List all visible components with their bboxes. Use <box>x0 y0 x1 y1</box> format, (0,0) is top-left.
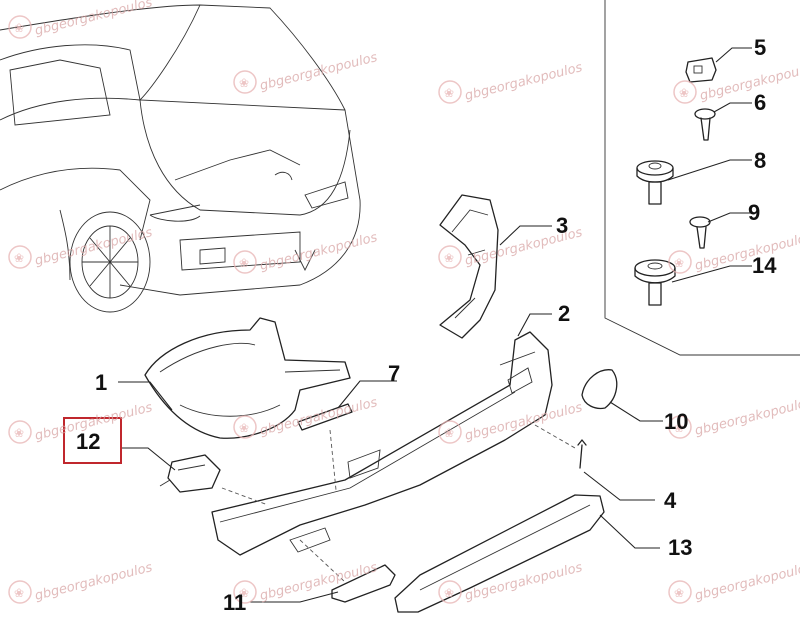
watermark-logo-glyph-icon: ❀ <box>444 586 454 600</box>
part-13-diffuser <box>394 494 605 613</box>
watermark-logo-icon <box>233 415 257 439</box>
watermark: ❀ gbgeorgakopoulos <box>8 0 154 39</box>
watermark: ❀ gbgeorgakopoulos <box>668 395 800 439</box>
part-10-cap <box>581 369 618 410</box>
part-6-screw <box>694 108 716 141</box>
part-12-highlight-box <box>63 417 122 464</box>
fastener-inset-frame <box>604 0 800 356</box>
watermark-logo-glyph-icon: ❀ <box>674 256 684 270</box>
watermark-logo-glyph-icon: ❀ <box>239 586 249 600</box>
watermark-text: gbgeorgakopoulos <box>258 395 379 439</box>
watermark-logo-icon <box>8 580 32 604</box>
callout-6: 6 <box>754 90 766 115</box>
part-8-bolt <box>636 160 674 205</box>
watermark-logo-icon <box>668 580 692 604</box>
watermark-logo-glyph-icon: ❀ <box>14 426 24 440</box>
assembly-lines <box>221 424 576 583</box>
callout-7: 7 <box>388 361 400 386</box>
part-2-bumper <box>211 331 553 556</box>
part-5-clip <box>685 57 717 83</box>
watermark-text: gbgeorgakopoulos <box>463 60 584 104</box>
watermark: ❀ gbgeorgakopoulos <box>438 60 584 104</box>
watermark-logo-glyph-icon: ❀ <box>444 251 454 265</box>
watermark: ❀ gbgeorgakopoulos <box>8 560 154 604</box>
part-7-strip <box>297 403 353 431</box>
callout-4: 4 <box>664 488 677 513</box>
callout-1: 1 <box>95 370 107 395</box>
watermark: ❀ gbgeorgakopoulos <box>668 230 800 274</box>
watermark-logo-glyph-icon: ❀ <box>674 586 684 600</box>
watermark-text: gbgeorgakopoulos <box>693 230 800 274</box>
watermark-logo-icon <box>438 580 462 604</box>
watermarks: ❀ gbgeorgakopoulos ❀ gbgeorgakopoulos ❀ gbgeo… <box>8 0 800 604</box>
watermark: ❀ gbgeorgakopoulos <box>438 400 584 444</box>
callout-2: 2 <box>558 301 570 326</box>
watermark-text: gbgeorgakopoulos <box>693 560 800 604</box>
part-3-bracket <box>439 194 499 339</box>
watermark-logo-glyph-icon: ❀ <box>239 256 249 270</box>
watermark-text: gbgeorgakopoulos <box>33 0 154 39</box>
watermark-logo-icon <box>233 250 257 274</box>
callout-3: 3 <box>556 213 568 238</box>
watermark-logo-icon <box>233 580 257 604</box>
watermark-text: gbgeorgakopoulos <box>33 560 154 604</box>
watermark-logo-glyph-icon: ❀ <box>14 251 24 265</box>
callout-11: 11 <box>223 590 246 615</box>
callout-labels: 1 2 3 4 5 6 7 8 9 10 11 12 13 14 <box>76 35 777 615</box>
watermark-logo-icon <box>668 415 692 439</box>
watermark-logo-glyph-icon: ❀ <box>674 421 684 435</box>
watermark-text: gbgeorgakopoulos <box>258 50 379 94</box>
watermark-logo-icon <box>438 420 462 444</box>
part-9-screw <box>689 216 711 249</box>
watermark-logo-icon <box>438 80 462 104</box>
watermark-text: gbgeorgakopoulos <box>463 400 584 444</box>
callout-14: 14 <box>752 253 777 278</box>
part-4-screw <box>577 439 587 469</box>
part-11-reflector <box>331 564 396 603</box>
watermark-logo-icon <box>673 80 697 104</box>
watermark-logo-icon <box>8 15 32 39</box>
watermark-logo-glyph-icon: ❀ <box>444 426 454 440</box>
callout-5: 5 <box>754 35 766 60</box>
callout-12: 12 <box>76 429 100 454</box>
watermark-logo-glyph-icon: ❀ <box>239 76 249 90</box>
callout-13: 13 <box>668 535 692 560</box>
watermark-logo-icon <box>8 420 32 444</box>
watermark: ❀gbgeorgakopoulos <box>438 560 584 604</box>
watermark-logo-icon <box>8 245 32 269</box>
leader-lines <box>118 47 752 603</box>
part-14-bolt <box>634 259 676 306</box>
callout-9: 9 <box>748 200 760 225</box>
callout-8: 8 <box>754 148 766 173</box>
watermark-logo-glyph-icon: ❀ <box>14 21 24 35</box>
watermark: ❀ gbgeorgakopoulos <box>233 50 379 94</box>
watermark-logo-glyph-icon: ❀ <box>444 86 454 100</box>
watermark-text: gbgeorgakopoulos <box>698 60 800 104</box>
watermark-logo-icon <box>438 245 462 269</box>
callout-10: 10 <box>664 409 688 434</box>
watermark-logo-icon <box>233 70 257 94</box>
watermark-logo-glyph-icon: ❀ <box>679 86 689 100</box>
watermark-logo-icon <box>668 250 692 274</box>
watermark: ❀ gbgeorgakopoulos <box>233 395 379 439</box>
watermark-text: gbgeorgakopoulos <box>693 395 800 439</box>
car-rear-view <box>0 4 361 313</box>
watermark-text: gbgeorgakopoulos <box>258 230 379 274</box>
watermark-logo-glyph-icon: ❀ <box>14 586 24 600</box>
watermark-logo-glyph-icon: ❀ <box>239 421 249 435</box>
part-12-exhaust-tip <box>159 454 221 493</box>
watermark: ❀ gbgeorgakopoulos <box>668 560 800 604</box>
part-1-upper-panel <box>144 317 351 439</box>
